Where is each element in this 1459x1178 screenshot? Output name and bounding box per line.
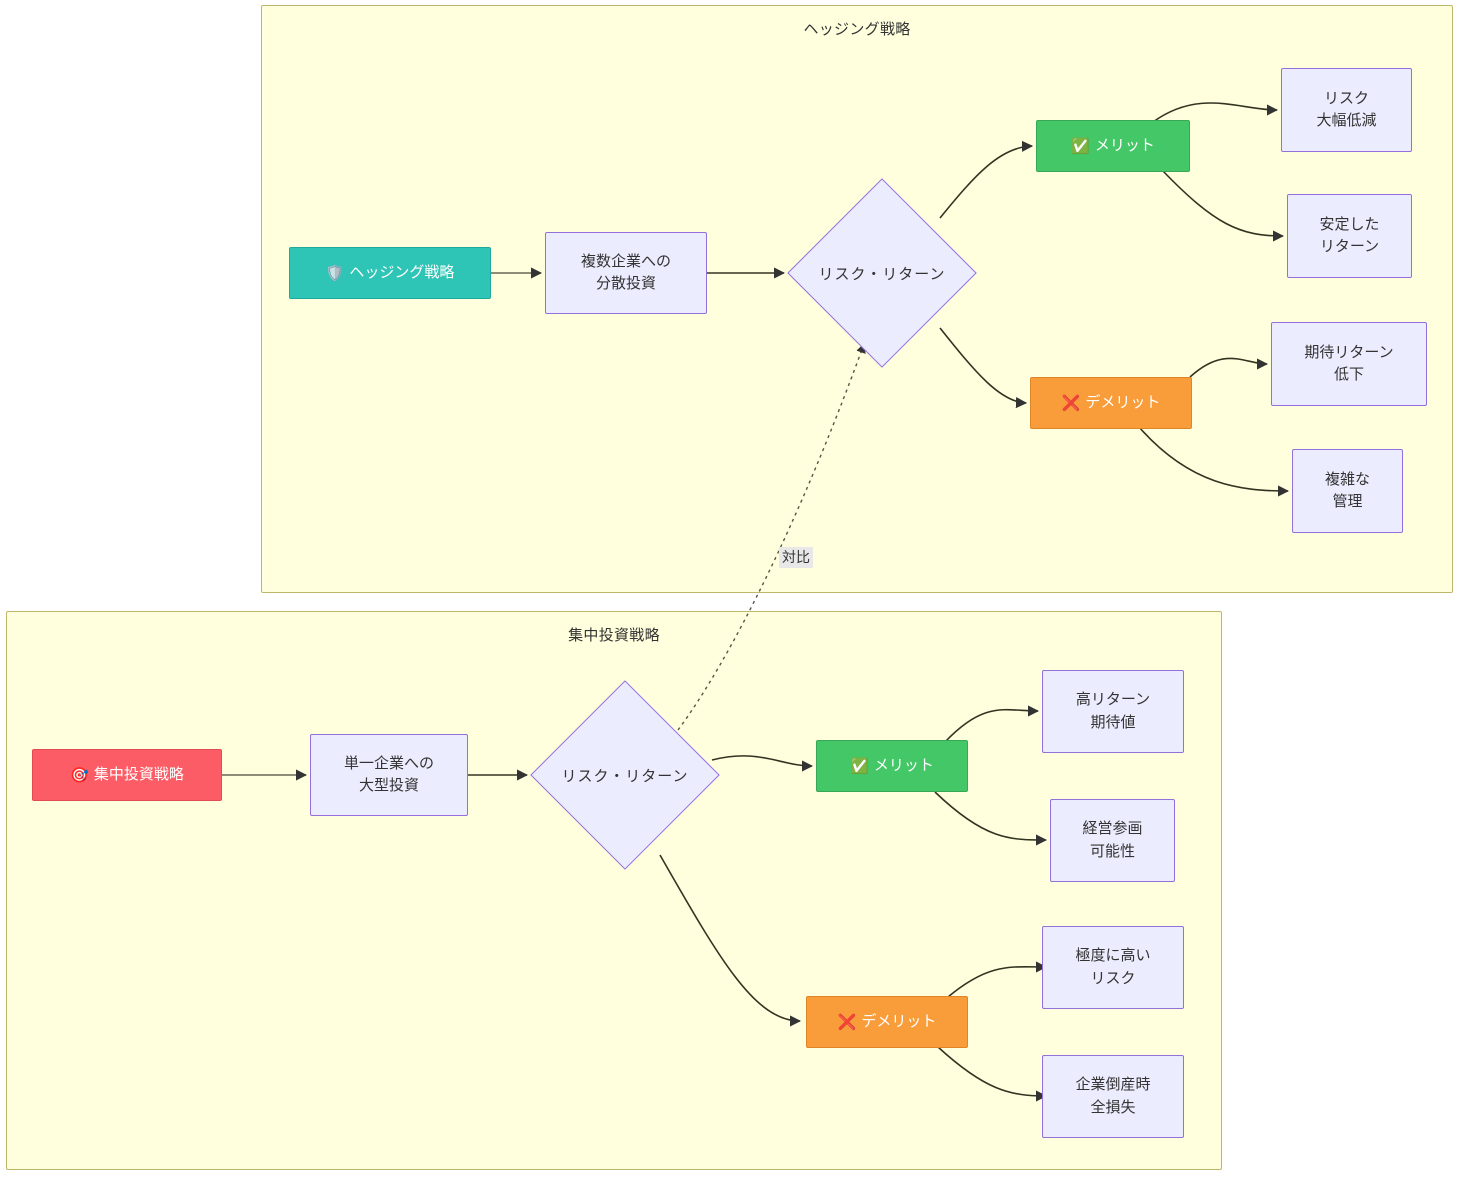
node-focused-start-label: 集中投資戦略 — [93, 765, 184, 783]
node-hedging-merit-outcome-2[interactable]: 安定した リターン — [1287, 194, 1412, 278]
node-hedging-step-label: 複数企業への 分散投資 — [580, 252, 671, 293]
node-label: 企業倒産時 全損失 — [1075, 1076, 1151, 1116]
node-focused-decision[interactable]: リスク・リターン — [527, 680, 723, 870]
node-label: 極度に高い リスク — [1075, 947, 1151, 987]
node-hedging-decision-label: リスク・リターン — [818, 265, 946, 283]
node-focused-decision-label: リスク・リターン — [561, 767, 689, 785]
node-hedging-merit[interactable]: ✅メリット — [1036, 120, 1190, 172]
edge-label-comparison: 対比 — [779, 547, 813, 568]
node-focused-demerit-outcome-2[interactable]: 企業倒産時 全損失 — [1042, 1055, 1184, 1138]
node-focused-merit-outcome-1[interactable]: 高リターン 期待値 — [1042, 670, 1184, 753]
node-focused-step-label: 単一企業への 大型投資 — [343, 754, 434, 795]
cluster-focused-title: 集中投資戦略 — [568, 627, 660, 644]
node-focused-merit-label: メリット — [873, 756, 934, 774]
node-hedging-demerit-label: デメリット — [1085, 393, 1161, 411]
node-hedging-demerit-outcome-2[interactable]: 複雑な 管理 — [1292, 449, 1403, 533]
cross-mark-icon: ❌ — [1061, 394, 1081, 412]
node-label: 期待リターン 低下 — [1304, 343, 1394, 384]
node-label: リスク 大幅低減 — [1316, 89, 1377, 130]
node-focused-step[interactable]: 単一企業への 大型投資 — [310, 734, 468, 816]
check-mark-icon: ✅ — [850, 757, 869, 775]
node-hedging-start[interactable]: 🛡️ヘッジング戦略 — [289, 247, 491, 299]
shield-icon: 🛡️ — [325, 264, 345, 282]
cluster-hedging-title: ヘッジング戦略 — [803, 21, 911, 38]
node-hedging-merit-label: メリット — [1094, 136, 1155, 154]
node-label: 高リターン 期待値 — [1075, 691, 1151, 731]
node-hedging-demerit-outcome-1[interactable]: 期待リターン 低下 — [1271, 322, 1427, 406]
node-hedging-step[interactable]: 複数企業への 分散投資 — [545, 232, 707, 314]
node-hedging-decision[interactable]: リスク・リターン — [784, 178, 980, 368]
node-focused-demerit[interactable]: ❌デメリット — [806, 996, 968, 1048]
node-focused-merit[interactable]: ✅メリット — [816, 740, 968, 792]
node-hedging-start-label: ヘッジング戦略 — [349, 263, 455, 281]
node-label: 経営参画 可能性 — [1082, 820, 1143, 860]
node-focused-demerit-label: デメリット — [861, 1012, 937, 1030]
check-mark-icon: ✅ — [1071, 137, 1090, 155]
node-label: 安定した リターン — [1319, 215, 1380, 256]
node-hedging-merit-outcome-1[interactable]: リスク 大幅低減 — [1281, 68, 1412, 152]
target-icon: 🎯 — [70, 766, 89, 784]
node-focused-merit-outcome-2[interactable]: 経営参画 可能性 — [1050, 799, 1175, 882]
node-focused-demerit-outcome-1[interactable]: 極度に高い リスク — [1042, 926, 1184, 1009]
node-label: 複雑な 管理 — [1324, 470, 1370, 511]
cross-mark-icon: ❌ — [837, 1013, 857, 1031]
node-hedging-demerit[interactable]: ❌デメリット — [1030, 377, 1192, 429]
node-focused-start[interactable]: 🎯集中投資戦略 — [32, 749, 222, 801]
